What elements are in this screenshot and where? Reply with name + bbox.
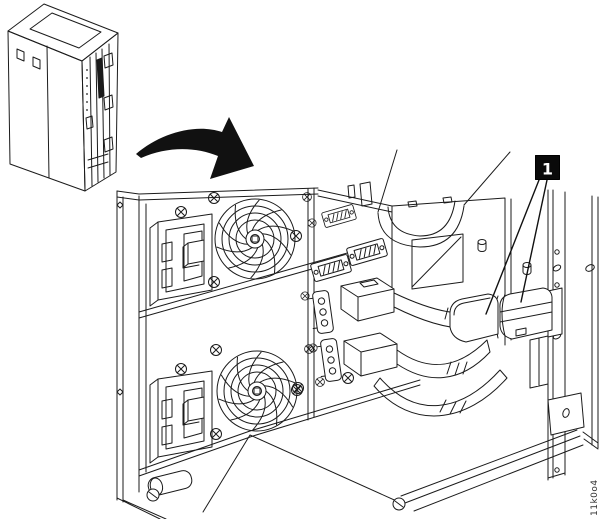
upper-latch-bracket — [149, 213, 213, 307]
cable-connector-right — [499, 287, 553, 340]
callout-leader-lines — [485, 179, 548, 315]
figure-id: 11k0o4 — [590, 479, 600, 516]
connector-support-bracket — [529, 335, 549, 389]
chassis-floor — [138, 379, 599, 513]
rail-holes — [116, 201, 124, 396]
back-panel — [377, 149, 532, 346]
panel-cable-connectors — [340, 277, 398, 377]
screw-icon — [342, 372, 354, 384]
roller-foot — [147, 470, 193, 496]
upper-fan-assembly — [138, 187, 319, 307]
stud-peg-icon — [477, 239, 487, 252]
slot-screw-icon — [392, 497, 406, 511]
screw-icon — [175, 206, 187, 218]
serial-port-icon — [309, 253, 353, 283]
power-connector-icon — [307, 289, 335, 335]
cabinet-open-rear — [81, 32, 119, 192]
screw-icon — [175, 363, 187, 375]
serial-port-icon — [345, 237, 389, 267]
power-connector-icon — [315, 337, 343, 383]
callout-box — [535, 155, 560, 180]
floor-rail — [400, 429, 599, 512]
cabinet-front-door — [7, 30, 86, 192]
serial-port-icon — [320, 203, 358, 229]
panel-recess — [411, 233, 464, 290]
bracket-oval-hole — [562, 408, 570, 418]
slot-screw-icon — [146, 488, 160, 502]
server-cabinet-inset — [7, 3, 119, 192]
cable-end-connectors — [449, 287, 563, 389]
callout-label: 1 — [542, 160, 553, 179]
lower-fan-grille — [216, 350, 298, 432]
rear-detail-view: 1 11k0o4 — [116, 149, 600, 519]
left-frame-rail — [116, 190, 167, 519]
screw-icon — [307, 218, 317, 228]
screw-icon — [315, 377, 325, 387]
screw-icon — [290, 230, 302, 242]
upper-fan-grille — [214, 198, 296, 280]
detail-zoom-arrow — [136, 117, 254, 179]
screw-icon — [210, 344, 222, 356]
connector-panel — [291, 181, 393, 421]
cable-conduit-arc — [377, 200, 465, 248]
lower-fan-assembly — [149, 344, 314, 464]
cable-connector-left — [449, 293, 499, 343]
cabinet-vent-holes — [86, 69, 88, 111]
callout-1: 1 — [485, 155, 560, 315]
cabinet-internal-card — [96, 57, 105, 99]
lower-latch-bracket — [149, 370, 213, 464]
floor-bracket — [547, 392, 585, 436]
